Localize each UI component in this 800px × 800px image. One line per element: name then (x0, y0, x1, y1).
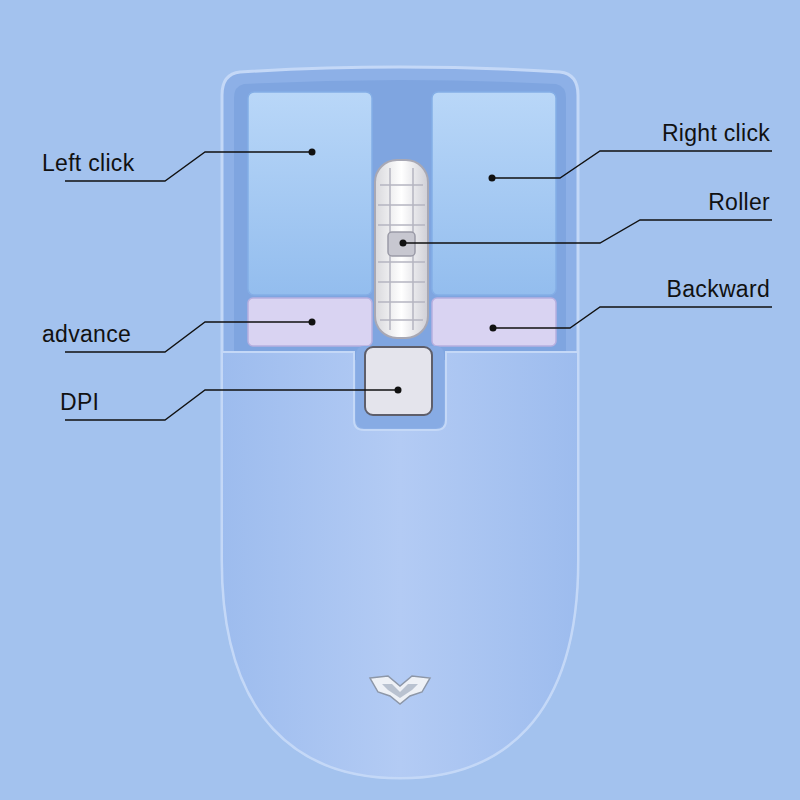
leader-line (403, 220, 772, 243)
part-label: Roller (708, 189, 770, 216)
leader-dots (309, 149, 497, 394)
part-label: Left click (42, 150, 134, 177)
part-label: DPI (60, 389, 99, 416)
leader-dot (309, 319, 316, 326)
button-recess (234, 80, 566, 360)
leader-line (65, 390, 398, 420)
dpi-button (365, 347, 432, 415)
leader-dot (489, 175, 496, 182)
right-button (432, 92, 556, 295)
wheel-ridges (378, 168, 425, 330)
leader-line (493, 307, 772, 328)
left-button (248, 92, 372, 295)
part-label: advance (42, 321, 131, 348)
leader-lines (65, 151, 772, 420)
scroll-wheel (375, 160, 428, 338)
dpi-notch (356, 346, 444, 428)
backward-button (432, 298, 556, 346)
part-label: Right click (662, 120, 770, 147)
leader-dot (395, 387, 402, 394)
leader-dot (309, 149, 316, 156)
leader-dot (490, 325, 497, 332)
mouse-shell (222, 67, 578, 778)
wheel-hub (388, 232, 415, 256)
leader-line (492, 151, 772, 178)
brand-logo (370, 676, 430, 704)
part-label: Backward (667, 276, 770, 303)
leader-dot (400, 240, 407, 247)
